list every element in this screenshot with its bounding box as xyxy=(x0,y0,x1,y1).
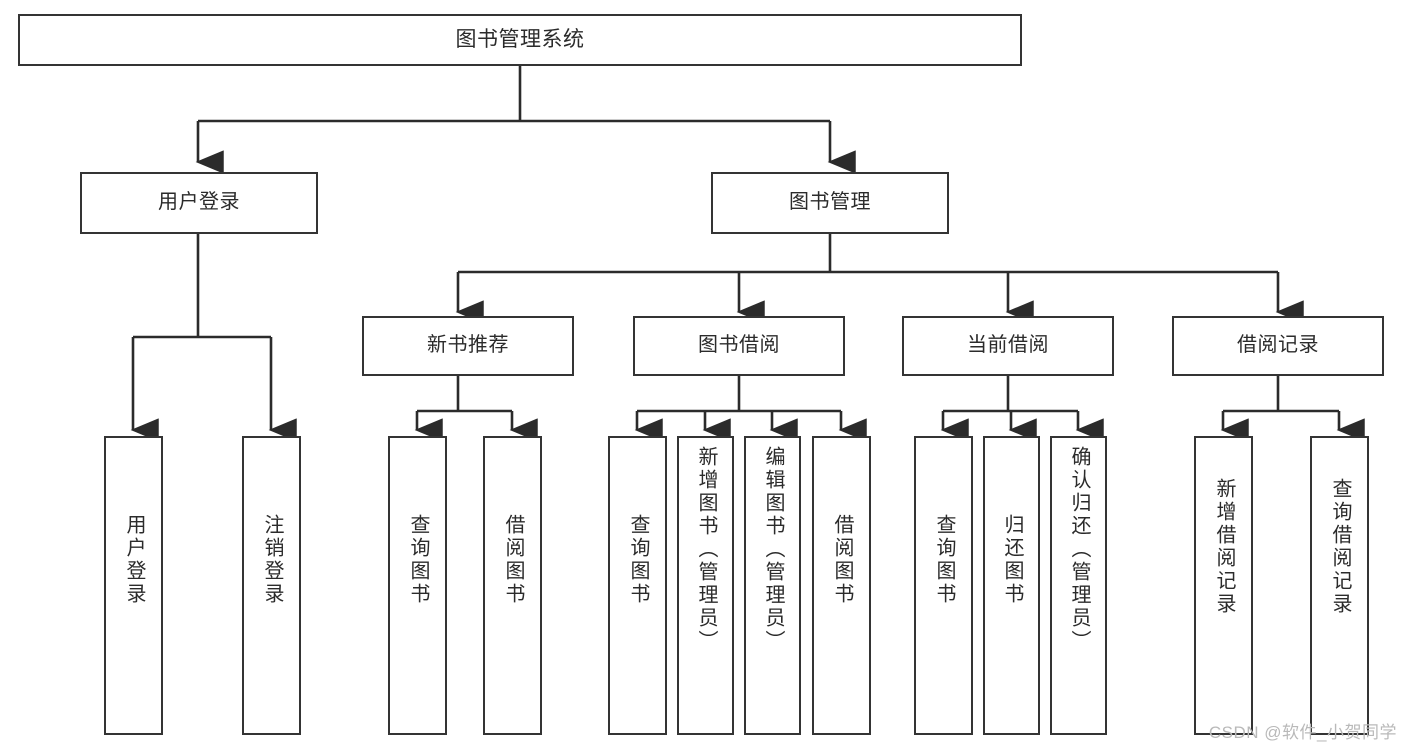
node-label: 编辑图书（管理员） xyxy=(762,446,784,653)
node-label: 图书管理 xyxy=(789,191,871,214)
node-label: 借阅图书 xyxy=(831,514,853,606)
node-label: 归还图书 xyxy=(1001,514,1023,606)
node-label: 新增图书（管理员） xyxy=(695,446,717,653)
leaf-add-borrow-record[interactable]: 新增借阅记录 xyxy=(1194,436,1253,735)
leaf-add-book-admin[interactable]: 新增图书（管理员） xyxy=(677,436,734,735)
node-label: 注销登录 xyxy=(261,514,283,606)
node-label: 查询图书 xyxy=(933,514,955,606)
node-label: 查询图书 xyxy=(627,514,649,606)
node-label: 图书借阅 xyxy=(698,334,780,357)
csdn-watermark: CSDN @软件_小贺同学 xyxy=(1208,723,1397,742)
node-label: 借阅图书 xyxy=(502,514,524,606)
node-label: 新增借阅记录 xyxy=(1213,478,1235,616)
node-label: 当前借阅 xyxy=(967,334,1049,357)
node-current-borrow[interactable]: 当前借阅 xyxy=(902,316,1114,376)
node-label: 确认归还（管理员） xyxy=(1068,446,1090,653)
leaf-query-book-recommend[interactable]: 查询图书 xyxy=(388,436,447,735)
leaf-borrow-book[interactable]: 借阅图书 xyxy=(812,436,871,735)
leaf-edit-book-admin[interactable]: 编辑图书（管理员） xyxy=(744,436,801,735)
node-user-login[interactable]: 用户登录 xyxy=(80,172,318,234)
node-label: 用户登录 xyxy=(123,514,145,606)
node-root-system[interactable]: 图书管理系统 xyxy=(18,14,1022,66)
node-label: 用户登录 xyxy=(158,191,240,214)
leaf-user-login[interactable]: 用户登录 xyxy=(104,436,163,735)
leaf-query-book-current[interactable]: 查询图书 xyxy=(914,436,973,735)
node-book-borrow[interactable]: 图书借阅 xyxy=(633,316,845,376)
node-book-management[interactable]: 图书管理 xyxy=(711,172,949,234)
leaf-logout-login[interactable]: 注销登录 xyxy=(242,436,301,735)
node-borrow-record[interactable]: 借阅记录 xyxy=(1172,316,1384,376)
node-new-book-recommend[interactable]: 新书推荐 xyxy=(362,316,574,376)
leaf-confirm-return-admin[interactable]: 确认归还（管理员） xyxy=(1050,436,1107,735)
node-label: 新书推荐 xyxy=(427,334,509,357)
leaf-query-book-borrow[interactable]: 查询图书 xyxy=(608,436,667,735)
node-label: 借阅记录 xyxy=(1237,334,1319,357)
leaf-return-book[interactable]: 归还图书 xyxy=(983,436,1040,735)
node-label: 查询图书 xyxy=(407,514,429,606)
node-label: 图书管理系统 xyxy=(455,27,585,51)
leaf-borrow-book-recommend[interactable]: 借阅图书 xyxy=(483,436,542,735)
leaf-query-borrow-record[interactable]: 查询借阅记录 xyxy=(1310,436,1369,735)
node-label: 查询借阅记录 xyxy=(1329,478,1351,616)
